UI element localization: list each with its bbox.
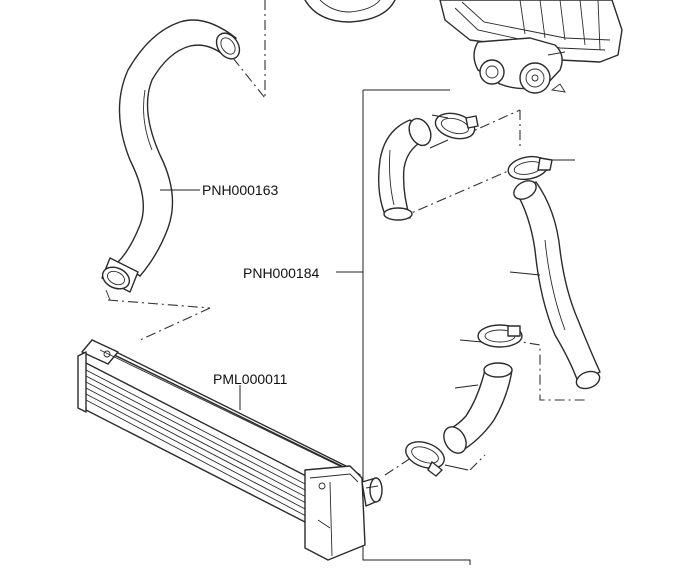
long-charge-hose <box>509 180 601 390</box>
hose-clamp <box>507 155 575 181</box>
turbo-housing <box>304 0 396 23</box>
route-line <box>139 307 211 341</box>
intake-manifold <box>439 0 623 94</box>
intercooler-core <box>77 339 383 561</box>
hose-clamp <box>405 441 469 477</box>
callout-upper-hose: PNH000163 <box>202 182 279 198</box>
route-line <box>399 167 516 219</box>
route-line <box>232 57 266 99</box>
hose-clamp <box>429 112 479 149</box>
callout-intercooler: PML000011 <box>213 371 288 387</box>
upper-charge-hose <box>101 19 241 301</box>
hose-clamp <box>459 324 523 348</box>
elbow-hose-lower <box>443 362 513 454</box>
route-line <box>509 339 585 401</box>
kit-bracket <box>362 90 471 565</box>
route-line <box>107 299 211 309</box>
route-line <box>469 454 486 471</box>
elbow-hose-upper <box>377 117 432 221</box>
callout-hose-kit: PNH000184 <box>243 265 320 281</box>
